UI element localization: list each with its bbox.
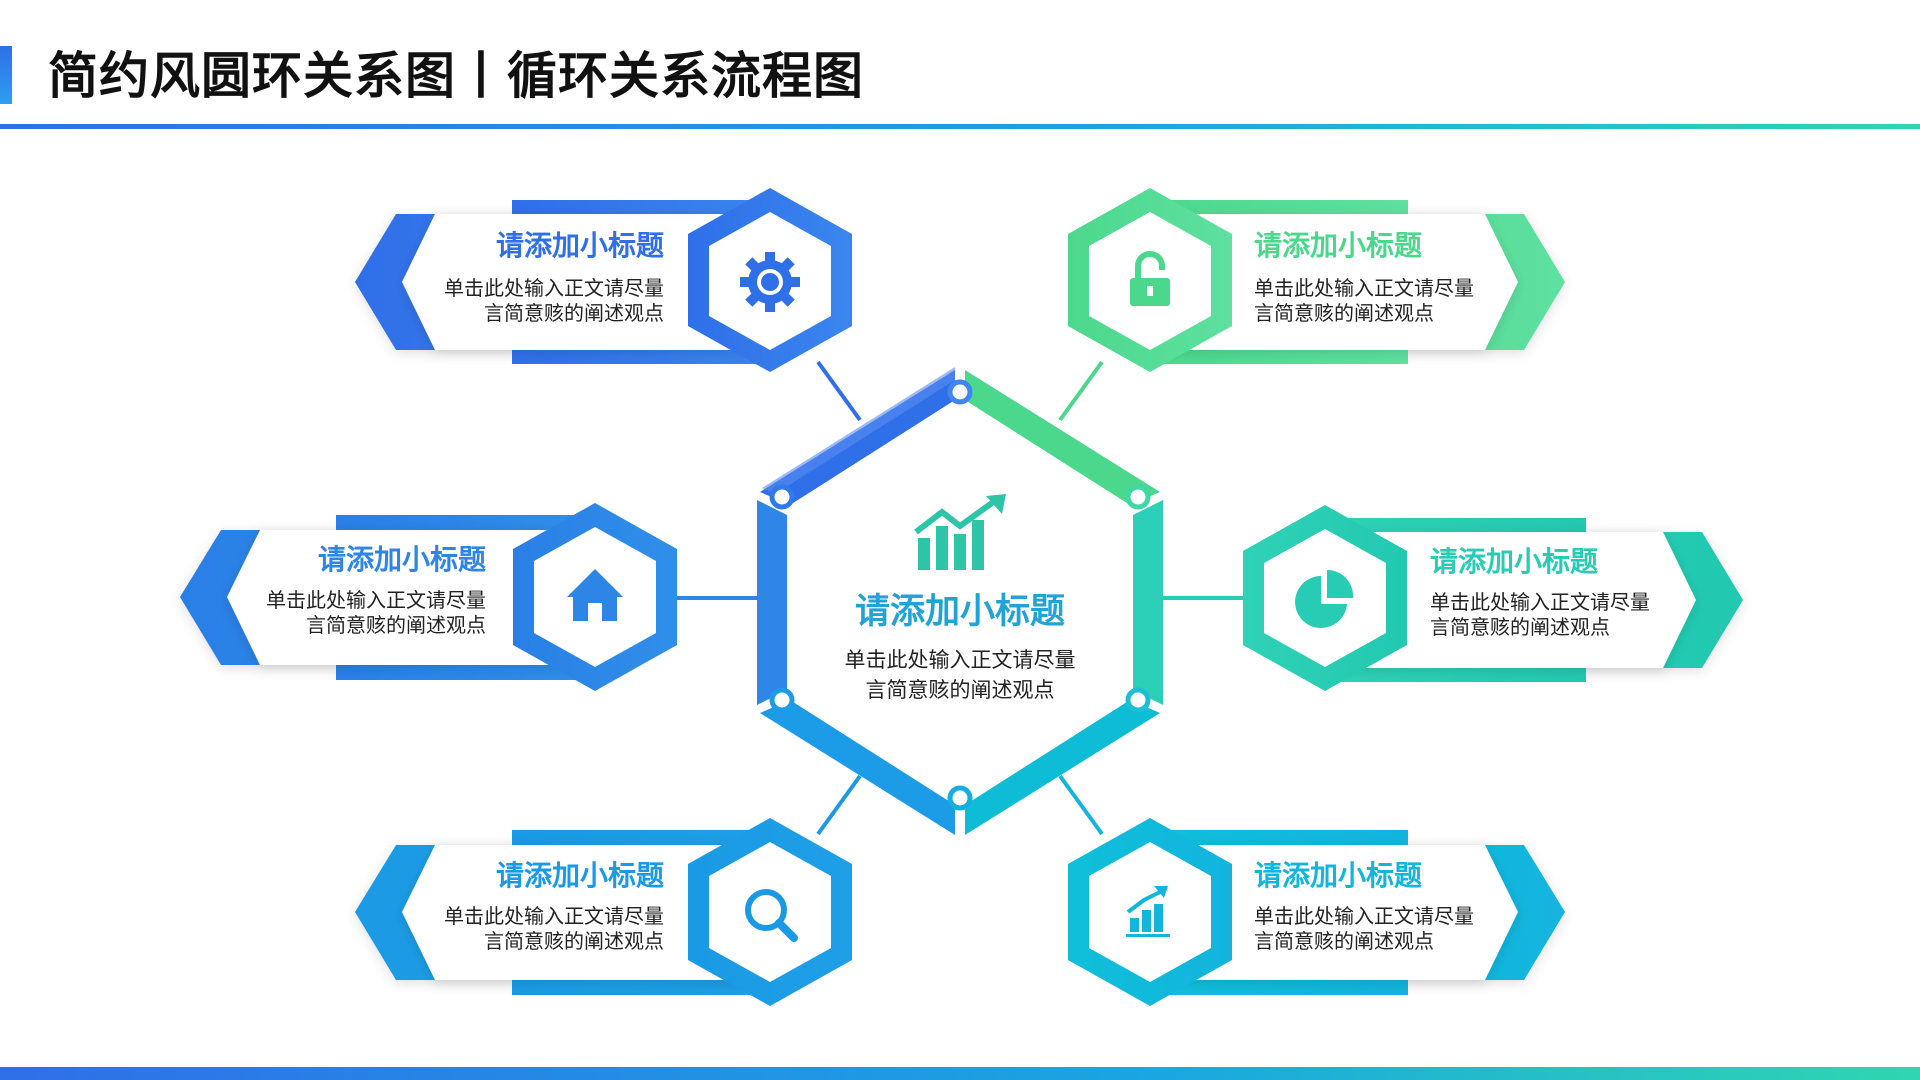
node-bottom-right [1068, 818, 1565, 1006]
center-body: 单击此处输入正文请尽量 言简意赅的阐述观点 [818, 645, 1102, 705]
connector-top-left [816, 360, 862, 422]
node-middle-right-body-line1: 单击此处输入正文请尽量 [1430, 590, 1650, 614]
home-icon [567, 569, 623, 621]
connector-bottom-right [1058, 774, 1104, 836]
pie-chart-icon [1295, 569, 1354, 628]
node-middle-left-body: 单击此处输入正文请尽量 言简意赅的阐述观点 [242, 588, 486, 638]
center-hexagon-inner [790, 400, 1130, 805]
unlock-icon [1130, 251, 1170, 306]
node-middle-right-body-line2: 言简意赅的阐述观点 [1430, 615, 1610, 639]
node-middle-left-title: 请添加小标题 [317, 543, 486, 576]
node-bottom-left-body-line1: 单击此处输入正文请尽量 [444, 904, 664, 928]
node-top-right-body: 单击此处输入正文请尽量 言简意赅的阐述观点 [1254, 276, 1504, 326]
growth-chart-icon [1126, 886, 1170, 937]
title-accent-bar [0, 46, 12, 104]
ring-segment-left [757, 500, 787, 705]
node-middle-left [180, 503, 677, 691]
center-title: 请添加小标题 [854, 592, 1065, 632]
node-middle-left-body-line2: 言简意赅的阐述观点 [306, 613, 486, 637]
gear-icon [740, 252, 800, 312]
node-bottom-right-title: 请添加小标题 [1254, 859, 1423, 892]
node-bottom-right-body-line1: 单击此处输入正文请尽量 [1254, 904, 1474, 928]
node-top-right-title: 请添加小标题 [1254, 229, 1423, 262]
title-divider [0, 124, 1920, 129]
connector-lines [677, 360, 1243, 836]
node-middle-left-body-line1: 单击此处输入正文请尽量 [266, 588, 486, 612]
search-icon [745, 889, 798, 942]
node-top-left [355, 188, 852, 372]
node-bottom-left-body: 单击此处输入正文请尽量 言简意赅的阐述观点 [420, 904, 664, 954]
bar-chart-trend-icon [914, 494, 1006, 570]
ring-segment-right [1133, 500, 1163, 705]
node-bottom-left-title: 请添加小标题 [495, 859, 664, 892]
connector-bottom-left [816, 774, 862, 836]
node-top-right-body-line1: 单击此处输入正文请尽量 [1254, 276, 1474, 300]
node-bottom-left-body-line2: 言简意赅的阐述观点 [484, 929, 664, 953]
node-top-left-body-line1: 单击此处输入正文请尽量 [444, 276, 664, 300]
center-body-line2: 言简意赅的阐述观点 [865, 678, 1055, 702]
node-middle-right-title: 请添加小标题 [1430, 545, 1599, 578]
ring-segment-bottom-right [965, 700, 1160, 835]
node-bottom-right-body: 单击此处输入正文请尽量 言简意赅的阐述观点 [1254, 904, 1504, 954]
center-body-line1: 单击此处输入正文请尽量 [844, 648, 1076, 672]
node-top-left-body-line2: 言简意赅的阐述观点 [484, 301, 664, 325]
center-hexagon-ring [757, 367, 1163, 835]
node-bottom-right-body-line2: 言简意赅的阐述观点 [1254, 929, 1434, 953]
node-top-right-body-line2: 言简意赅的阐述观点 [1254, 301, 1434, 325]
node-top-left-title: 请添加小标题 [495, 229, 664, 262]
connector-top-right [1058, 360, 1104, 422]
ring-segment-bottom-left [760, 700, 955, 835]
ring-segment-top-right [965, 370, 1160, 505]
node-top-left-body: 单击此处输入正文请尽量 言简意赅的阐述观点 [420, 276, 664, 326]
node-middle-right-body: 单击此处输入正文请尽量 言简意赅的阐述观点 [1430, 590, 1680, 640]
node-bottom-left [355, 818, 852, 1006]
node-middle-right [1243, 505, 1743, 691]
node-top-right [1068, 188, 1565, 372]
ring-joints [769, 379, 1151, 811]
bottom-divider [0, 1067, 1920, 1080]
page-title: 简约风圆环关系图丨循环关系流程图 [48, 47, 864, 105]
